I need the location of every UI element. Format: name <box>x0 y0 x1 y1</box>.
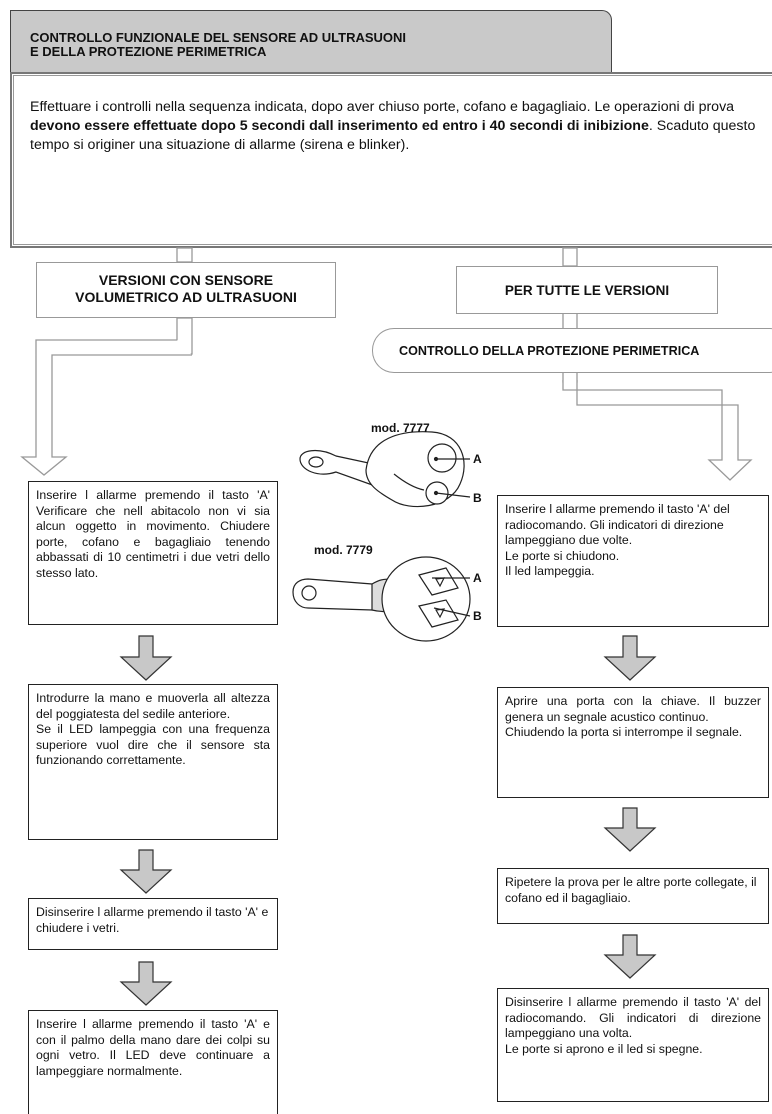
down-arrow-left-2 <box>119 849 173 894</box>
header-tab <box>10 10 612 72</box>
intro-text-a: Effettuare i controlli nella sequenza in… <box>30 99 735 115</box>
down-arrow-right-3 <box>603 934 657 979</box>
remote-7777-button-a <box>427 443 457 473</box>
down-arrow-right-1 <box>603 635 657 681</box>
remote-7777-groove <box>393 473 425 491</box>
right-subheading-pill: CONTROLLO DELLA PROTEZIONE PERIMETRICA <box>372 328 772 373</box>
intro-text-b: . Scaduto questo tempo si originer una s… <box>30 118 756 153</box>
left-step-2: Introdurre la mano e muoverla all altezz… <box>28 684 278 840</box>
right-elbow-arrow <box>562 380 753 481</box>
down-arrow-left-3 <box>119 961 173 1006</box>
right-heading-box: PER TUTTE LE VERSIONI <box>456 266 718 314</box>
remote-7779-body <box>381 556 471 642</box>
left-step-4: Inserire l allarme premendo il tasto 'A'… <box>28 1010 278 1114</box>
left-top-connector <box>176 247 193 263</box>
intro-text-bold: devono essere effettuate dopo 5 secondi … <box>30 118 649 134</box>
right-step-2: Aprire una porta con la chiave. Il buzze… <box>497 687 769 798</box>
left-heading-line-1: VERSIONI CON SENSORE <box>98 272 274 288</box>
down-arrow-right-2 <box>603 807 657 852</box>
intro-box <box>10 72 772 248</box>
left-step-1: Inserire l allarme premendo il tasto 'A'… <box>28 481 278 625</box>
right-subheading: CONTROLLO DELLA PROTEZIONE PERIMETRICA <box>399 344 700 358</box>
right-step-1: Inserire l allarme premendo il tasto 'A'… <box>497 495 769 627</box>
right-heading: PER TUTTE LE VERSIONI <box>504 283 670 298</box>
key-a-label-7777: A <box>473 452 482 466</box>
intro-inner-frame <box>13 75 772 245</box>
model-7777-caption: mod. 7777 <box>371 421 430 435</box>
remote-7777-ring-hole <box>308 456 324 468</box>
remote-7777-b-dot <box>433 490 439 496</box>
left-heading-line-2: VOLUMETRICO AD ULTRASUONI <box>75 289 297 305</box>
down-arrow-left-1 <box>119 635 173 681</box>
right-step-3: Ripetere la prova per le altre porte col… <box>497 868 769 924</box>
remote-7779-b-leader <box>433 607 471 617</box>
remote-7777-illustration <box>299 431 471 508</box>
page-title: CONTROLLO FUNZIONALE DEL SENSORE AD ULTR… <box>30 31 590 59</box>
remote-7777-b-leader <box>435 492 471 498</box>
title-line-1: CONTROLLO FUNZIONALE DEL SENSORE AD ULTR… <box>30 30 407 45</box>
remote-7779-illustration <box>292 556 471 642</box>
intro-text: Effettuare i controlli nella sequenza in… <box>30 98 772 155</box>
remote-7777-a-dot <box>433 456 439 462</box>
left-heading-box: VERSIONI CON SENSORE VOLUMETRICO AD ULTR… <box>36 262 336 318</box>
right-top-connector <box>562 247 578 267</box>
title-line-2: E DELLA PROTEZIONE PERIMETRICA <box>30 44 267 59</box>
model-7779-caption: mod. 7779 <box>314 543 373 557</box>
key-b-label-7777: B <box>473 491 482 505</box>
right-step-4: Disinserire l allarme premendo il tasto … <box>497 988 769 1102</box>
right-mid-connector <box>562 312 578 330</box>
key-b-label-7779: B <box>473 609 482 623</box>
left-elbow-arrow <box>20 339 192 476</box>
left-step-3: Disinserire l allarme premendo il tasto … <box>28 898 278 950</box>
key-a-label-7779: A <box>473 571 482 585</box>
remote-7779-ring-hole <box>301 585 317 601</box>
